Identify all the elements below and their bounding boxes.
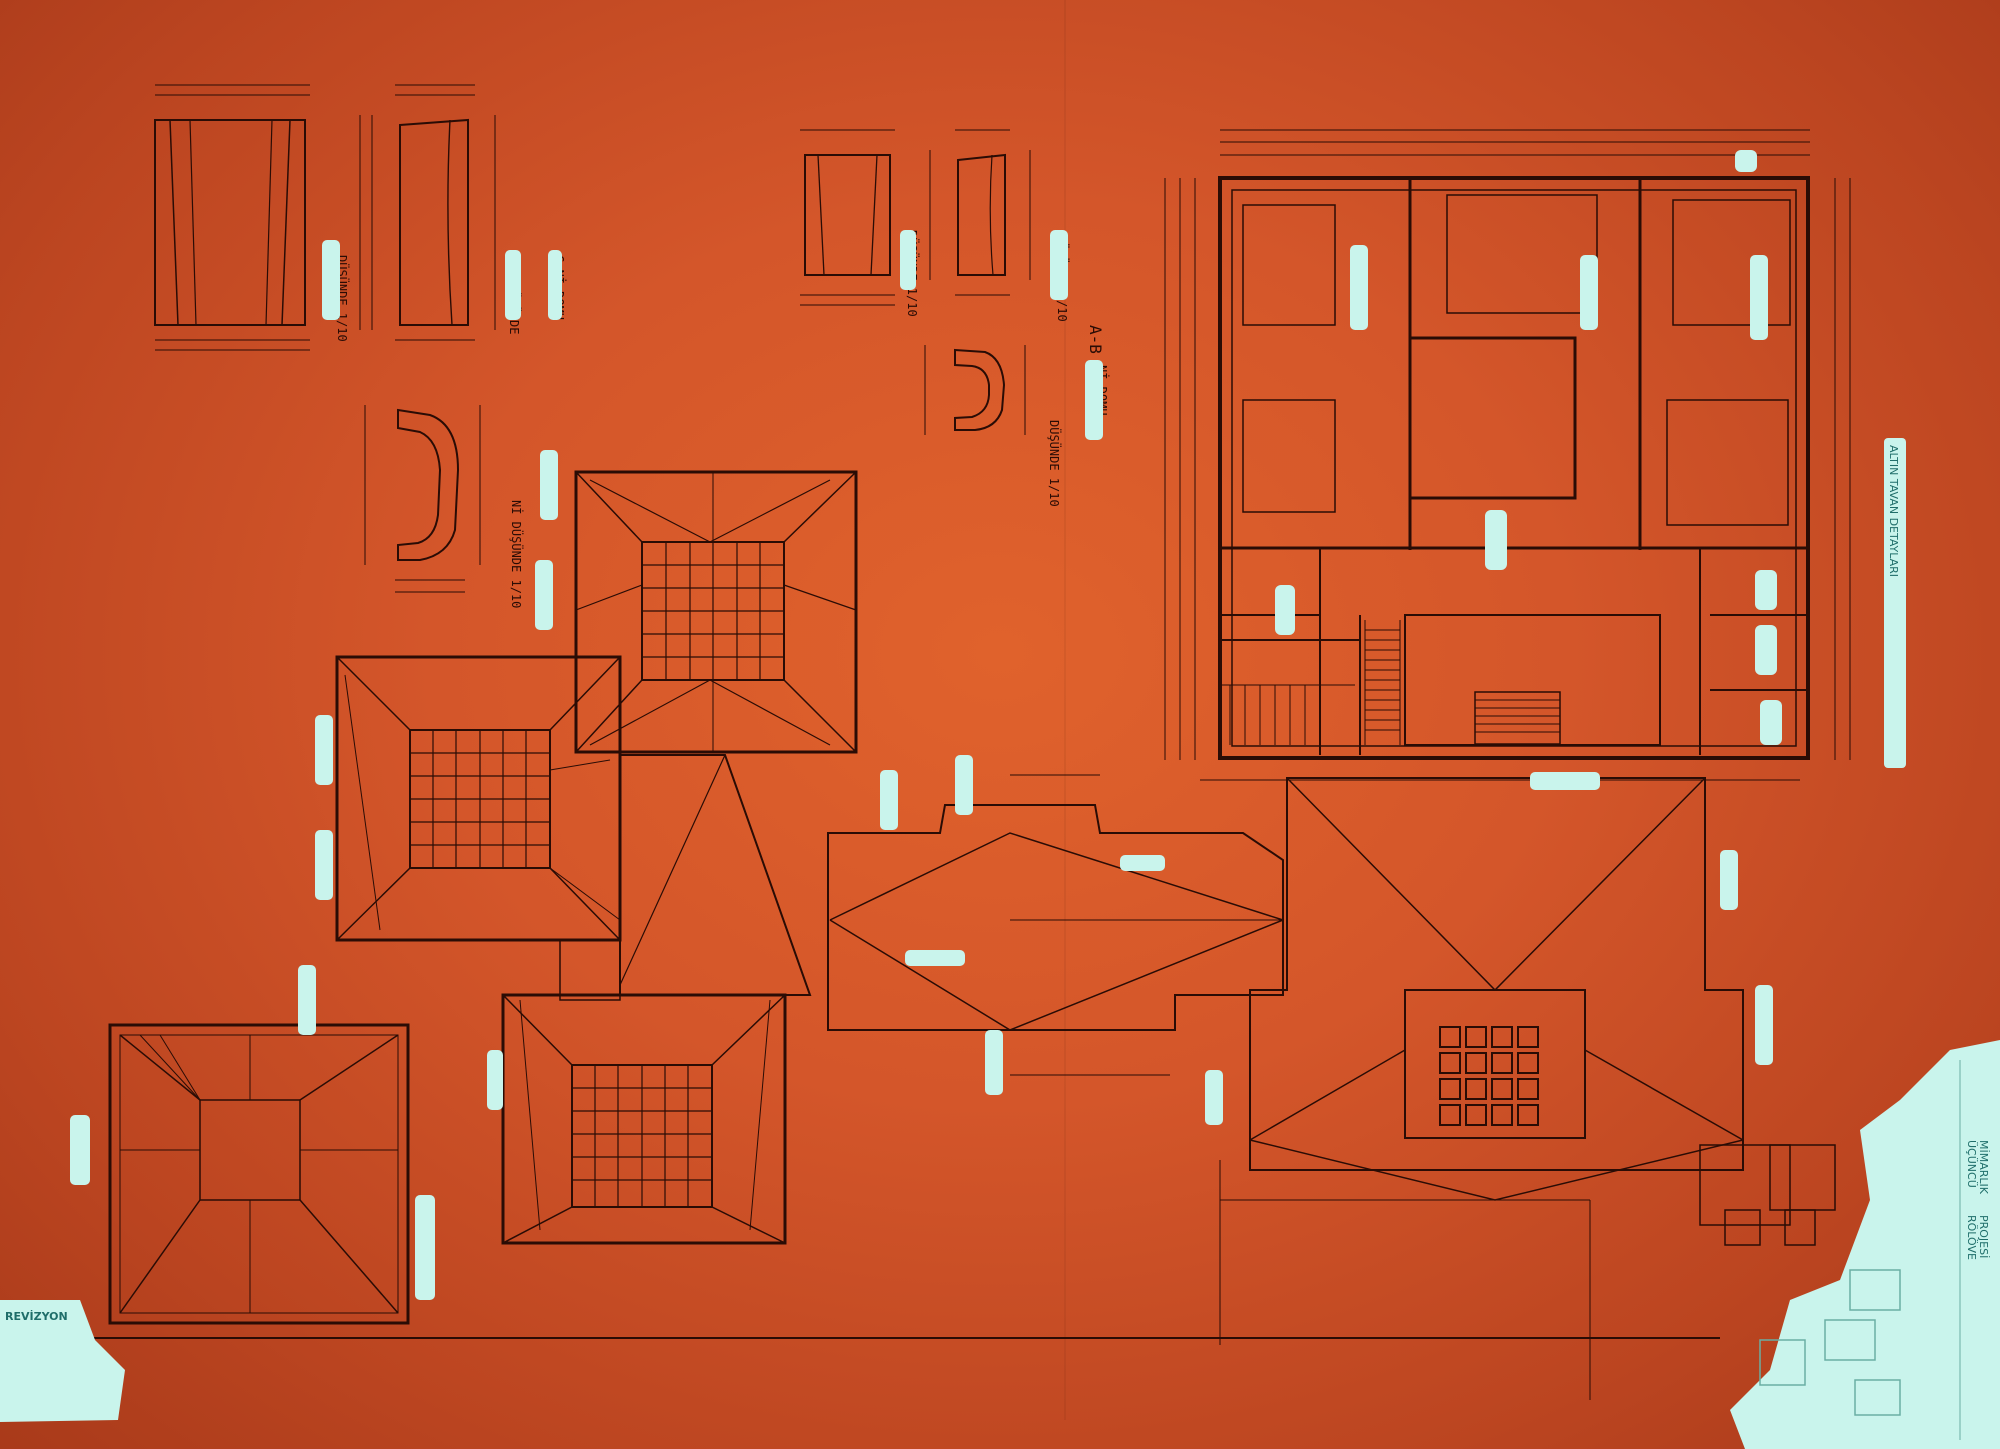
detail-panel-1 <box>154 84 310 351</box>
roof-plan <box>40 0 1744 1420</box>
roof-module-left <box>335 655 622 942</box>
svg-text:RÖLÖVE: RÖLÖVE <box>1965 1215 1978 1260</box>
caption-mid-left: Nİ DÜŞÜNDE 1/10 <box>509 500 525 608</box>
caption-mid-right: DÜŞÜNDE 1/10 <box>1047 420 1063 507</box>
roof-hip-central <box>827 804 1284 1031</box>
revision-stamp: REVİZYON <box>0 1300 125 1422</box>
detail-bracket-2 <box>924 345 1026 435</box>
svg-text:PROJESİ: PROJESİ <box>1977 1215 1990 1258</box>
stair-center <box>1474 691 1561 745</box>
detail-panel-3 <box>800 129 895 306</box>
svg-text:MİMARLIK: MİMARLIK <box>1977 1140 1990 1195</box>
svg-text:REVİZYON: REVİZYON <box>5 1309 68 1323</box>
floor-plan <box>1164 129 1851 781</box>
detail-captions: DÜŞÜNDE 1/10 MAY DÜŞÜNDE C Nİ DOMU DÜŞÜN… <box>335 230 1110 608</box>
dimension-lines <box>1164 129 1851 781</box>
roof-hips-connector <box>559 754 812 1001</box>
section-markers <box>1010 774 1591 1400</box>
svg-text:ALTIN TAVAN DETAYLARI: ALTIN TAVAN DETAYLARI <box>1887 445 1900 577</box>
title-block: ÜÇÜNCÜ MİMARLIK RÖLÖVE PROJESİ <box>1699 1040 2000 1449</box>
coffer-grid-right <box>1439 1026 1539 1126</box>
caption-section-ab: A-B <box>1086 325 1105 354</box>
roof-module-upper <box>574 470 858 754</box>
floorplan-tag: ALTIN TAVAN DETAYLARI <box>1884 438 1906 768</box>
svg-text:ÜÇÜNCÜ: ÜÇÜNCÜ <box>1965 1140 1978 1188</box>
stair-lower-left <box>1222 684 1355 745</box>
roof-module-lower <box>501 993 787 1245</box>
label-tags <box>70 150 1782 1300</box>
stair-left <box>1364 620 1401 745</box>
detail-bracket-1 <box>364 405 481 593</box>
detail-panel-4 <box>929 129 1031 296</box>
roof-hip-right <box>1249 777 1744 1201</box>
detail-panel-2 <box>359 84 496 341</box>
roof-module-far-left <box>108 1023 410 1325</box>
